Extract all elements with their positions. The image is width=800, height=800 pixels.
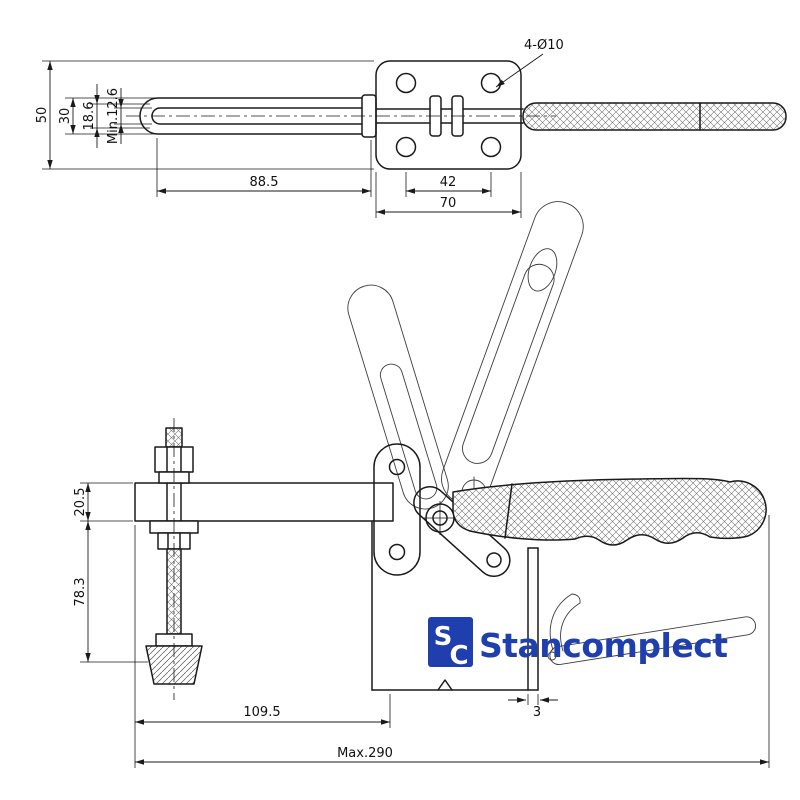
dim-hole-spacing: 42 [405,172,492,197]
mounting-hole-top-left [395,72,417,94]
side-view: 20.5 78.3 109.5 3 Max.290 [73,201,770,768]
dim-spindle-drop: 78.3 [73,521,148,663]
handle-grip-hatch-side [452,477,767,546]
handle-side [452,477,767,546]
dim-label-min-12-6: Min.12.6 [106,88,121,144]
clevis [375,95,524,137]
mounting-hole-top-right [480,72,502,94]
logo-mark [428,617,473,667]
dim-label-20-5: 20.5 [73,488,88,517]
bottom-notch [437,679,453,691]
dim-plate-thickness: 3 [508,694,558,720]
grip-boundary-side [504,483,513,539]
hole-callout: 4-Ø10 [495,38,564,88]
rubber-foot [145,645,203,685]
dim-bar-length: 88.5 [156,138,372,197]
logo-wordmark: Stancomplect [479,626,728,665]
dim-overall-max: Max.290 [134,515,770,768]
main-pivot [423,501,457,535]
phantom-handle-down [547,593,756,666]
dim-bar-outer-width: 30 [58,97,156,135]
leader-line [495,53,544,88]
phantom-handle-tilted [441,201,584,504]
dim-label-18-6: 18.6 [82,102,97,131]
mounting-hole-bottom-right [480,136,502,158]
dim-label-70: 70 [440,196,457,211]
spindle-assembly [145,418,203,700]
logo: S C Stancomplect [428,617,729,671]
dim-label-78-3: 78.3 [73,578,88,607]
dim-label-88-5: 88.5 [250,175,279,190]
dim-base-length: 109.5 [134,525,391,728]
dim-label-30: 30 [58,108,73,125]
phantom-handle-vertical [347,284,449,510]
handle-grip-hatch [522,102,787,131]
pivot-hole-bottom [388,543,406,561]
clamp-arm [134,482,394,522]
dim-min-opening: Min.12.6 [106,88,152,144]
dim-base-width: 70 [375,172,522,218]
dim-base-height: 50 [35,60,374,170]
dim-label-109-5: 109.5 [243,705,280,720]
mounting-hole-bottom-left [395,136,417,158]
base-plate-outline [375,60,522,170]
phantom-grip-hole [527,248,558,292]
dim-label-max-290: Max.290 [337,746,393,761]
handle-plan [522,102,787,131]
hole-callout-label: 4-Ø10 [524,38,564,53]
base-plate [375,60,522,170]
dim-label-42: 42 [440,175,457,190]
pivot-plate [373,443,421,576]
pivot-hole-top [388,458,406,476]
clamp-body [371,520,539,691]
top-view: 4-Ø10 50 30 18.6 [35,38,787,218]
dim-arm-height: 20.5 [73,482,133,522]
dim-label-3: 3 [533,705,541,720]
logo-monogram-s: S [434,622,453,652]
dim-label-50: 50 [35,107,50,124]
link-end-hole [486,552,502,568]
logo-monogram-c: C [449,641,468,671]
